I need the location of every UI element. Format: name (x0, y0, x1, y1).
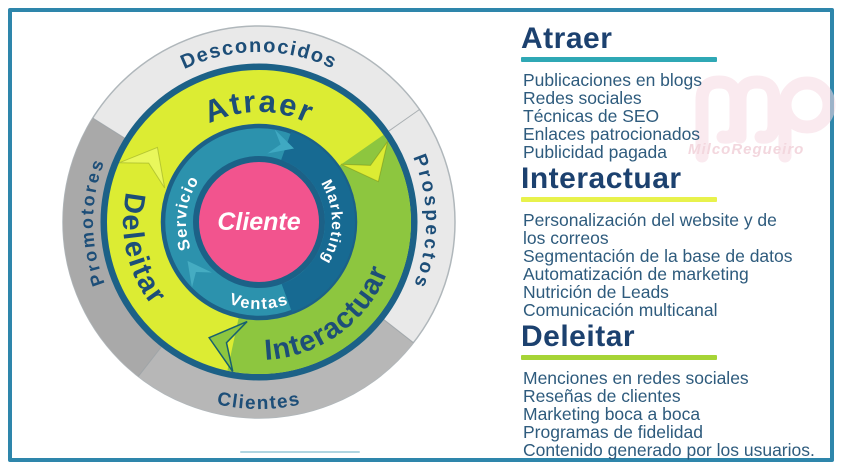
outer-ring-clientes-segment (63, 26, 455, 418)
list-item: Enlaces patrocionados (523, 124, 701, 144)
clockwise-arrow-icon (187, 260, 212, 288)
inner-ring-marketing-segment (163, 126, 355, 318)
outer-ring-dividers (92, 109, 420, 377)
section-list: Publicaciones en blogs Redes sociales Té… (521, 71, 833, 161)
section-atraer: Atraer Publicaciones en blogs Redes soci… (521, 24, 833, 161)
list-item: Reseñas de clientes (523, 386, 681, 406)
watermark-text: MilcoRegueiro (688, 141, 805, 158)
section-title: Interactuar (521, 162, 682, 195)
center-label-cliente: Cliente (217, 208, 300, 236)
list-item: Segmentación de la base de datos (523, 246, 793, 266)
list-item: Redes sociales (523, 88, 642, 108)
brand-watermark-logo (695, 75, 836, 163)
clockwise-arrow-icon (340, 141, 389, 183)
list-item: Programas de fidelidad (523, 422, 703, 442)
clockwise-arrow-icon (208, 320, 248, 372)
flywheel-diagram: Desconocidos Prospectos Clientes Promoto… (62, 25, 456, 419)
list-item: Técnicas de SEO (523, 106, 660, 126)
list-item: Publicaciones en blogs (523, 70, 703, 90)
section-interactuar: Interactuar Personalización del website … (521, 164, 833, 319)
inner-ring-label-ventas: Ventas (227, 290, 290, 313)
section-underline (521, 197, 717, 202)
list-item: Marketing boca a boca (523, 404, 701, 424)
section-title: Atraer (521, 22, 613, 55)
list-item: Personalización del website y de los cor… (523, 210, 777, 248)
content-column: Atraer Publicaciones en blogs Redes soci… (521, 24, 833, 462)
section-title: Deleitar (521, 320, 636, 353)
section-list: Personalización del website y de los cor… (521, 211, 833, 319)
list-item: Menciones en redes sociales (523, 368, 749, 388)
list-item: Nutrición de Leads (523, 282, 669, 302)
outer-ring-promotores-segment (63, 26, 455, 418)
inner-ring-arrows (187, 129, 295, 288)
section-deleitar: Deleitar Menciones en redes sociales Res… (521, 322, 833, 459)
reflection-line (240, 451, 360, 453)
list-item: Publicidad pagada (523, 142, 668, 162)
clockwise-arrow-icon (118, 146, 166, 189)
list-item: Contenido generado por los usuarios. (523, 440, 815, 460)
section-list: Menciones en redes sociales Reseñas de c… (521, 369, 833, 459)
list-item: Comunicación multicanal (523, 300, 718, 320)
section-underline (521, 355, 717, 360)
middle-ring-border (100, 63, 418, 381)
section-underline (521, 57, 717, 62)
clockwise-arrow-icon (267, 129, 295, 154)
center-circle (193, 156, 325, 288)
middle-ring-arrows (118, 141, 389, 372)
middle-ring-interactuar-segment (107, 70, 411, 374)
frame-border (8, 8, 834, 462)
list-item: Automatización de marketing (523, 264, 749, 284)
